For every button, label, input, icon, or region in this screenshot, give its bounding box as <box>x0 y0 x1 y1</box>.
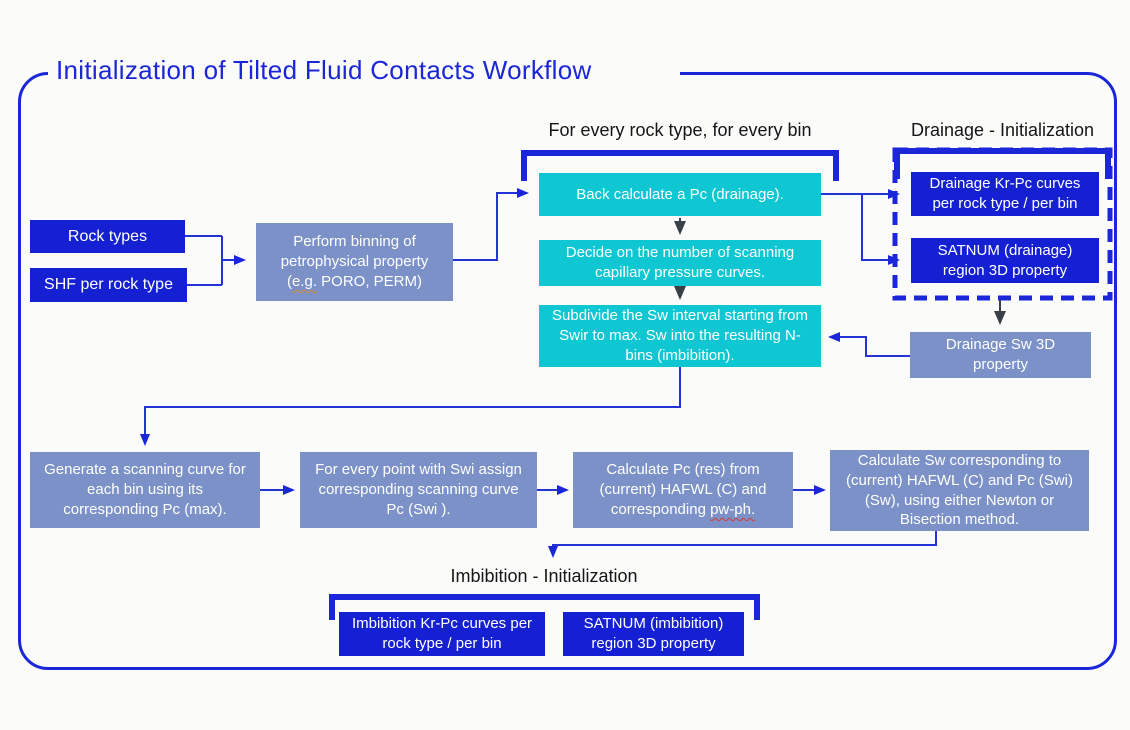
drainage-krpc-box: Drainage Kr-Pc curves per rock type / pe… <box>911 172 1099 216</box>
calculate-sw-box: Calculate Sw corresponding to (current) … <box>830 450 1089 531</box>
satnum-imbibition-box: SATNUM (imbibition) region 3D property <box>563 612 744 656</box>
calculate-pc-text: Calculate Pc (res) from (current) HAFWL … <box>599 461 767 518</box>
generate-curve-box: Generate a scanning curve for each bin u… <box>30 452 260 528</box>
perform-binning-text: Perform binning of petrophysical propert… <box>280 233 429 290</box>
drainage-sw-box: Drainage Sw 3D property <box>910 332 1091 378</box>
pwph-spellcheck-squiggle: pw-ph. <box>710 500 756 518</box>
loop-header: For every rock type, for every bin <box>548 120 812 140</box>
satnum-drainage-box: SATNUM (drainage) region 3D property <box>911 238 1099 283</box>
perform-binning-box: Perform binning of petrophysical propert… <box>256 223 453 301</box>
decide-scanning-box: Decide on the number of scanning capilla… <box>539 240 821 286</box>
for-every-point-box: For every point with Swi assign correspo… <box>300 452 537 528</box>
calculate-pc-box: Calculate Pc (res) from (current) HAFWL … <box>573 452 793 528</box>
page-title: Initialization of Tilted Fluid Contacts … <box>56 55 592 85</box>
drainage-header: Drainage - Initialization <box>910 120 1095 140</box>
eg-spellcheck-squiggle: e.g. <box>291 272 317 290</box>
back-calculate-box: Back calculate a Pc (drainage). <box>539 173 821 216</box>
rock-types-box: Rock types <box>30 220 185 253</box>
subdivide-box: Subdivide the Sw interval starting from … <box>539 305 821 367</box>
imbibition-header: Imbibition - Initialization <box>450 566 638 586</box>
shf-per-rock-type-box: SHF per rock type <box>30 268 187 302</box>
imbibition-krpc-box: Imbibition Kr-Pc curves per rock type / … <box>339 612 545 656</box>
title-border-mask <box>48 66 680 78</box>
